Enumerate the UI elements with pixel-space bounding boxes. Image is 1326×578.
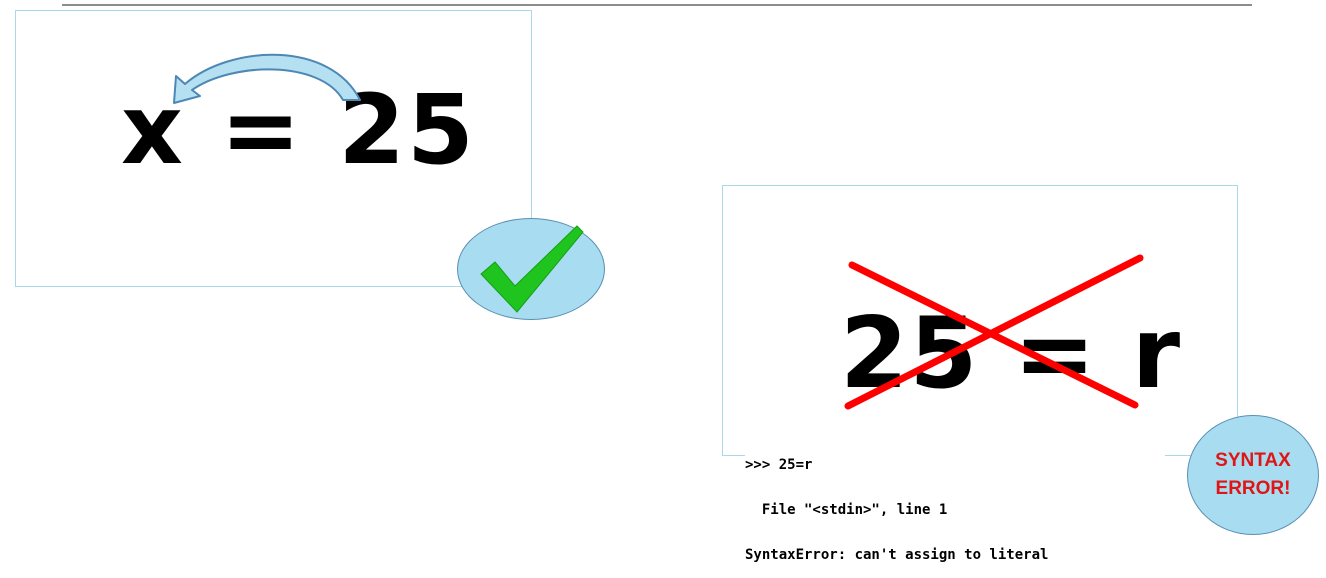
syntax-error-label-line2: ERROR! [1215,478,1291,499]
invalid-assignment-expression: 25 = r [840,297,1182,411]
check-icon [480,225,584,313]
console-line-error: SyntaxError: can't assign to literal [745,547,1049,563]
syntax-error-label-line1: SYNTAX [1215,450,1291,471]
console-line-file: File "<stdin>", line 1 [745,502,948,518]
valid-assignment-expression: x = 25 [121,74,476,186]
console-line-prompt: >>> 25=r [745,457,813,473]
syntax-error-badge: SYNTAX ERROR! [1187,415,1319,535]
top-divider [62,4,1252,6]
python-console-output: >>> 25=r File "<stdin>", line 1 SyntaxEr… [745,428,1165,578]
